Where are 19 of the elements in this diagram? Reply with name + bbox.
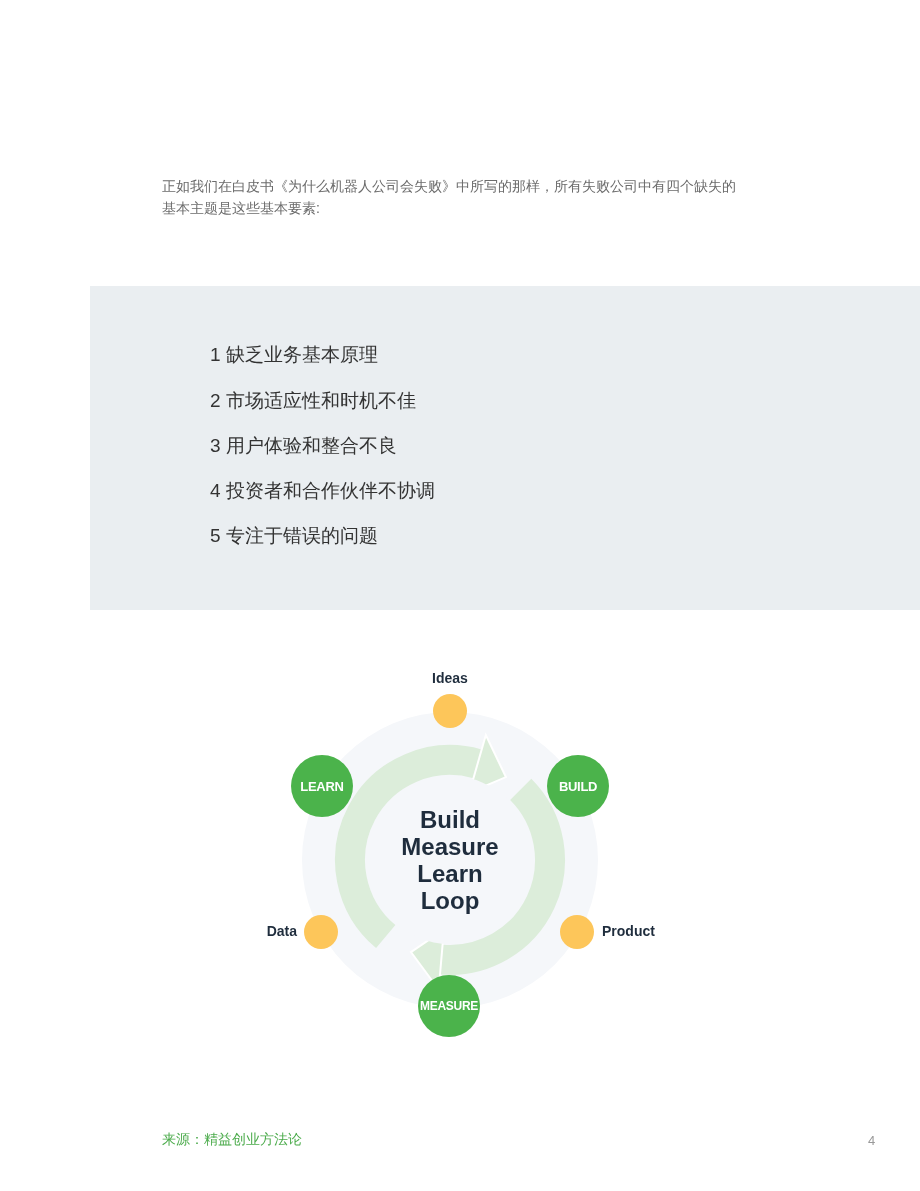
page-number: 4 (868, 1133, 876, 1148)
source-note: 来源：精益创业方法论 (162, 1131, 302, 1149)
list-item: 4 投资者和合作伙伴不协调 (210, 479, 435, 503)
stage-label: LEARN (300, 778, 344, 794)
intro-paragraph: 正如我们在白皮书《为什么机器人公司会失败》中所写的那样，所有失败公司中有四个缺失的基本主题是这些基本要素: (162, 177, 737, 218)
stage-circle (547, 755, 609, 817)
stage-label: MEASURE (420, 999, 478, 1013)
list-item: 3 用户体验和整合不良 (210, 434, 397, 458)
stage-circle (291, 755, 353, 817)
loop-title: Build Measure Learn Loop (400, 806, 500, 914)
list-item: 1 缺乏业务基本原理 (210, 343, 378, 367)
list-item: 5 专注于错误的问题 (210, 524, 378, 548)
list-item: 2 市场适应性和时机不佳 (210, 389, 416, 413)
stage-name: Product (602, 923, 655, 939)
stage-name: Data (266, 923, 297, 939)
stage-label: BUILD (558, 778, 598, 794)
stage-name: Ideas (431, 670, 469, 686)
stage-dot (304, 915, 338, 949)
stage-dot (433, 694, 467, 728)
